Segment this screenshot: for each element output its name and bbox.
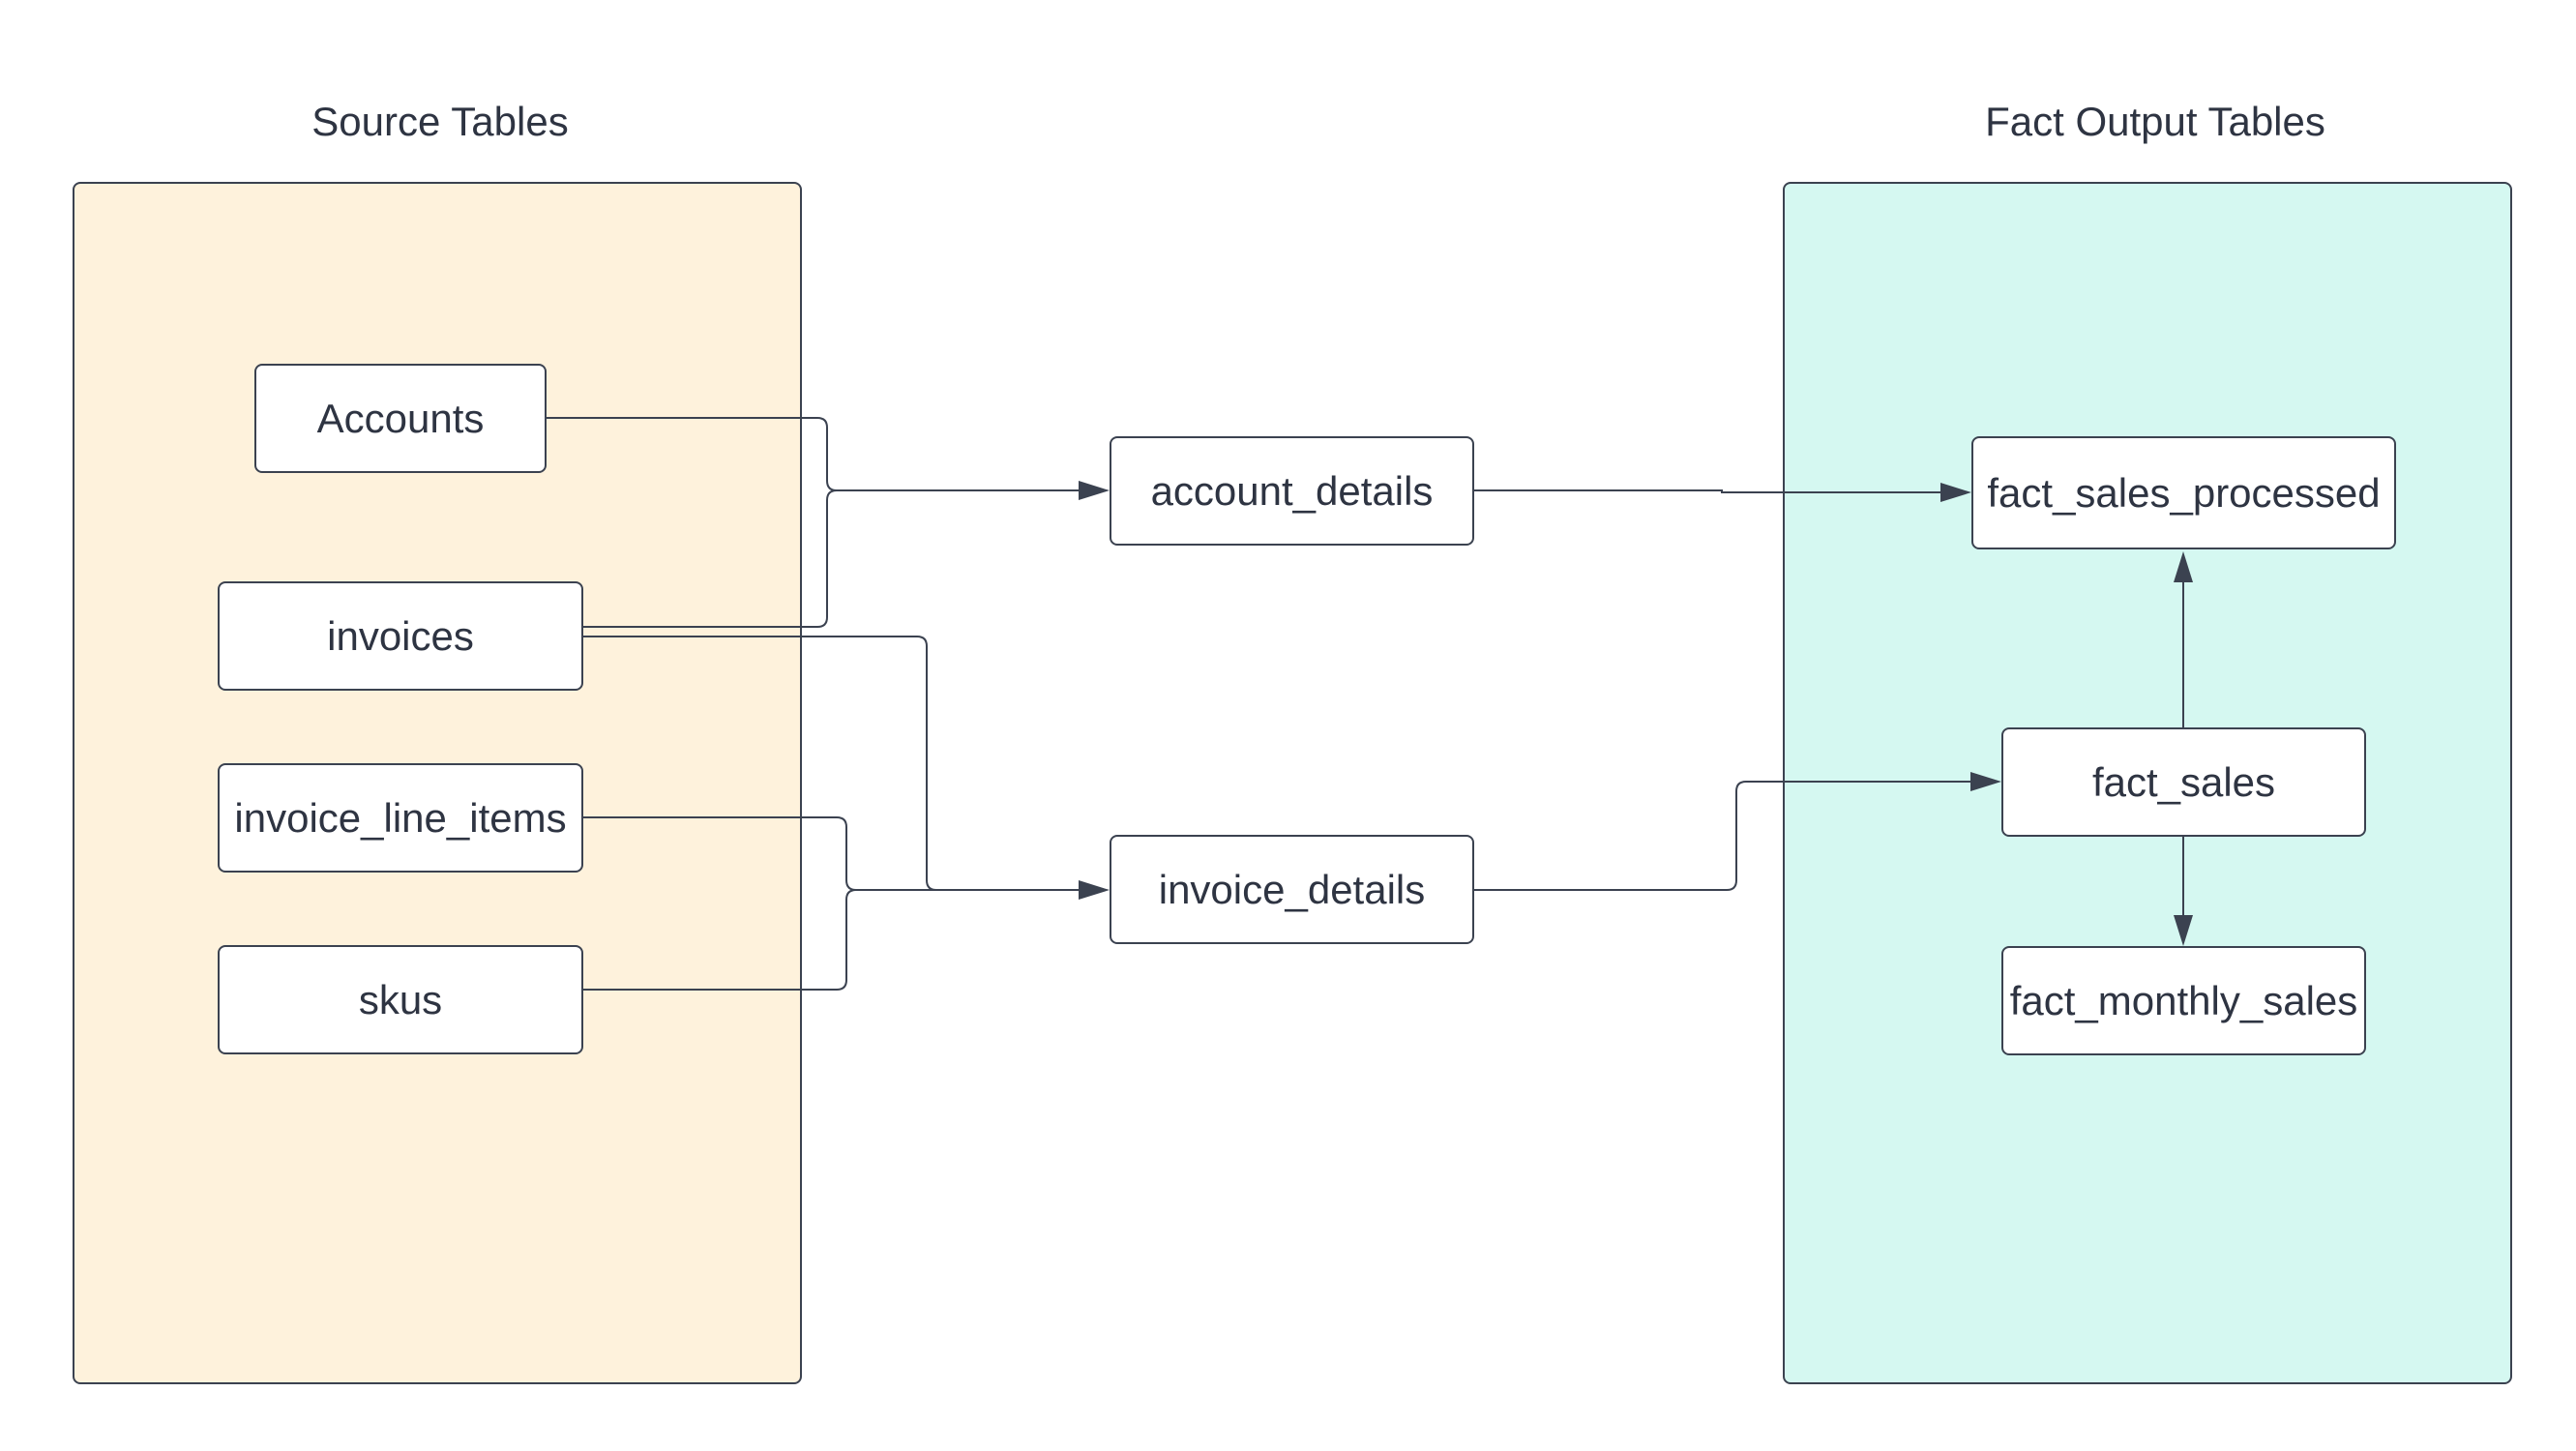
node-account-details[interactable]: account_details <box>1110 436 1474 546</box>
node-invoice-details[interactable]: invoice_details <box>1110 835 1474 944</box>
node-accounts[interactable]: Accounts <box>254 364 547 473</box>
node-fact-monthly-sales[interactable]: fact_monthly_sales <box>2001 946 2366 1055</box>
source-tables-title: Source Tables <box>311 99 569 144</box>
arrowhead-invoice-details <box>1079 880 1110 900</box>
node-invoice-line-items[interactable]: invoice_line_items <box>218 763 583 873</box>
fact-output-tables-title: Fact Output Tables <box>1985 99 2325 144</box>
arrowhead-account-details <box>1079 481 1110 500</box>
node-skus[interactable]: skus <box>218 945 583 1054</box>
node-fact-sales-processed[interactable]: fact_sales_processed <box>1971 436 2396 549</box>
node-fact-sales[interactable]: fact_sales <box>2001 727 2366 837</box>
node-invoices[interactable]: invoices <box>218 581 583 691</box>
